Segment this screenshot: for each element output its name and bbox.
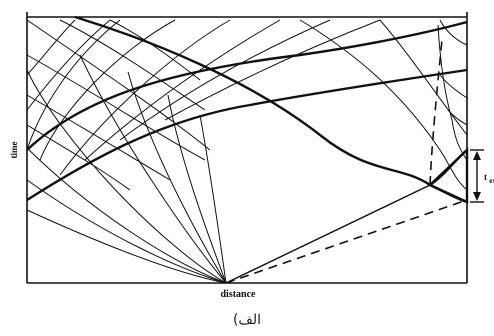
char-curve-9 xyxy=(26,19,76,76)
figure-caption: الف) xyxy=(233,312,261,328)
char-curve-4 xyxy=(26,124,131,191)
shock-front-upper xyxy=(26,20,468,151)
right-char-7 xyxy=(439,74,468,99)
char-curve-1 xyxy=(26,19,211,151)
fan-line-5 xyxy=(79,54,227,284)
t-exp-subscript: exp xyxy=(489,177,494,185)
char-curve-2 xyxy=(26,54,206,161)
char-curve-11 xyxy=(59,19,231,176)
char-curve-14 xyxy=(164,19,381,121)
x-axis-label: distance xyxy=(221,289,257,300)
t-exp-arrowhead-down xyxy=(473,192,481,201)
fan-line-3 xyxy=(26,209,227,284)
fan-line-4 xyxy=(26,69,227,284)
t-exp-arrow xyxy=(470,149,484,203)
fan-line-2 xyxy=(26,179,227,284)
contact-lower-path xyxy=(429,183,468,204)
fan-line-8 xyxy=(199,114,227,284)
char-curve-8 xyxy=(26,19,111,111)
thick-curves xyxy=(26,15,469,204)
char-curve-10 xyxy=(39,19,176,161)
dashed-paths xyxy=(225,39,468,284)
fan-line-6 xyxy=(127,71,227,284)
fan-line-7 xyxy=(167,94,227,284)
t-exp-symbol: t xyxy=(484,172,487,182)
char-curve-6 xyxy=(109,19,201,81)
char-curve-5 xyxy=(59,19,206,111)
origin-to-point-line xyxy=(225,184,431,284)
t-exp-arrowhead-up xyxy=(473,151,481,160)
y-axis-label: time xyxy=(9,142,19,159)
contact-upper-path xyxy=(429,149,468,186)
t-exp-label: t exp xyxy=(484,172,494,185)
characteristic-curves xyxy=(26,19,381,191)
dashed-diagonal xyxy=(225,199,468,284)
right-char-4 xyxy=(439,19,468,46)
char-curve-12 xyxy=(84,19,281,161)
right-char-1 xyxy=(299,19,441,151)
right-char-8 xyxy=(447,109,468,126)
right-char-3 xyxy=(439,149,468,191)
expansion-fan xyxy=(26,54,227,284)
right-char-6 xyxy=(451,119,468,161)
char-curve-13 xyxy=(119,19,331,141)
char-curve-3 xyxy=(26,94,171,181)
dashed-vertical xyxy=(429,39,443,186)
plot-frame xyxy=(26,12,468,284)
shock-front-main xyxy=(74,15,431,186)
fan-line-1 xyxy=(26,147,227,284)
char-curve-7 xyxy=(26,19,121,151)
shock-lower xyxy=(26,68,468,202)
